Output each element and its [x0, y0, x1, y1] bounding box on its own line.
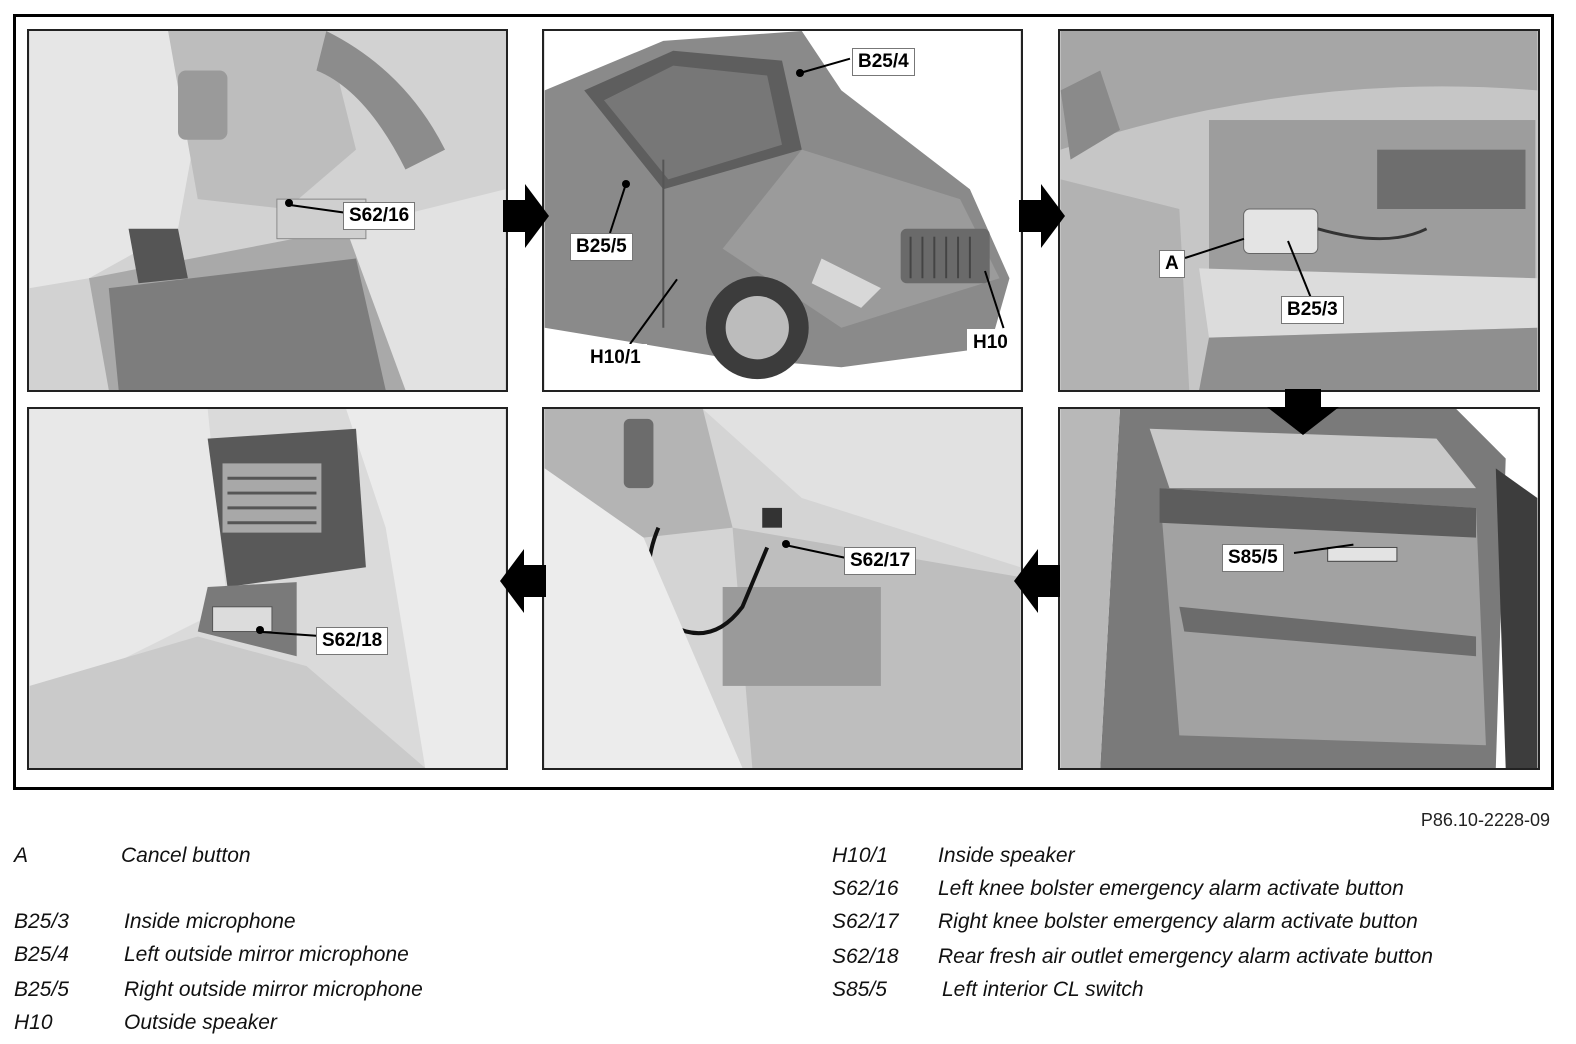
figure-id: P86.10-2228-09 [1420, 810, 1550, 830]
flow-arrow-left-icon [1014, 549, 1060, 613]
legend-description: Left interior CL switch [942, 978, 1144, 1001]
legend-description: Left knee bolster emergency alarm activa… [938, 877, 1404, 900]
callout-b25-3: B25/3 [1281, 296, 1344, 324]
panel-left-footwell [27, 29, 508, 392]
flow-arrow-left-icon [500, 549, 546, 613]
legend-description: Cancel button [121, 844, 251, 867]
legend-code: B25/3 [14, 910, 69, 933]
legend-description: Outside speaker [124, 1011, 277, 1034]
callout-h10: H10 [967, 329, 1014, 357]
callout-b25-5: B25/5 [570, 233, 633, 261]
panel-right-footwell [542, 407, 1023, 770]
leader-dot [622, 180, 630, 188]
leader-dot [782, 540, 790, 548]
panel-rear-console [27, 407, 508, 770]
callout-s62-18: S62/18 [316, 627, 389, 655]
callout-s85-5: S85/5 [1222, 544, 1284, 572]
legend-code: B25/5 [14, 978, 69, 1001]
legend-code: S85/5 [832, 978, 887, 1001]
car-exterior-illustration [544, 31, 1021, 390]
legend-description: Right outside mirror microphone [124, 978, 423, 1001]
legend-code: S62/18 [832, 945, 899, 968]
door-interior-illustration [1060, 409, 1538, 768]
legend-code: S62/17 [832, 910, 899, 933]
leader-dot [256, 626, 264, 634]
rear-console-illustration [29, 409, 506, 768]
glove-box-illustration [1060, 31, 1538, 390]
legend-code: B25/4 [14, 943, 69, 966]
callout-s62-16: S62/16 [343, 202, 416, 230]
leader-dot [796, 69, 804, 77]
right-footwell-illustration [544, 409, 1021, 768]
leader-dot [285, 199, 293, 207]
flow-arrow-right-icon [1019, 184, 1065, 248]
flow-arrow-right-icon [503, 184, 549, 248]
callout-h10-1: H10/1 [584, 344, 647, 372]
legend-description: Rear fresh air outlet emergency alarm ac… [938, 945, 1433, 968]
callout-b25-4: B25/4 [852, 48, 915, 76]
legend-code: H10/1 [832, 844, 889, 867]
legend-code: H10 [14, 1011, 53, 1034]
legend-code: S62/16 [832, 877, 899, 900]
legend-description: Left outside mirror microphone [124, 943, 409, 966]
callout-s62-17: S62/17 [844, 547, 917, 575]
panel-glove-box [1058, 29, 1540, 392]
legend-description: Inside speaker [938, 844, 1075, 867]
legend-code: A [14, 844, 29, 867]
legend-description: Right knee bolster emergency alarm activ… [938, 910, 1418, 933]
legend-description: Inside microphone [124, 910, 296, 933]
left-footwell-illustration [29, 31, 506, 390]
panel-door-interior [1058, 407, 1540, 770]
panel-car-exterior [542, 29, 1023, 392]
flow-arrow-down-icon [1267, 389, 1339, 435]
callout-a: A [1159, 250, 1185, 278]
